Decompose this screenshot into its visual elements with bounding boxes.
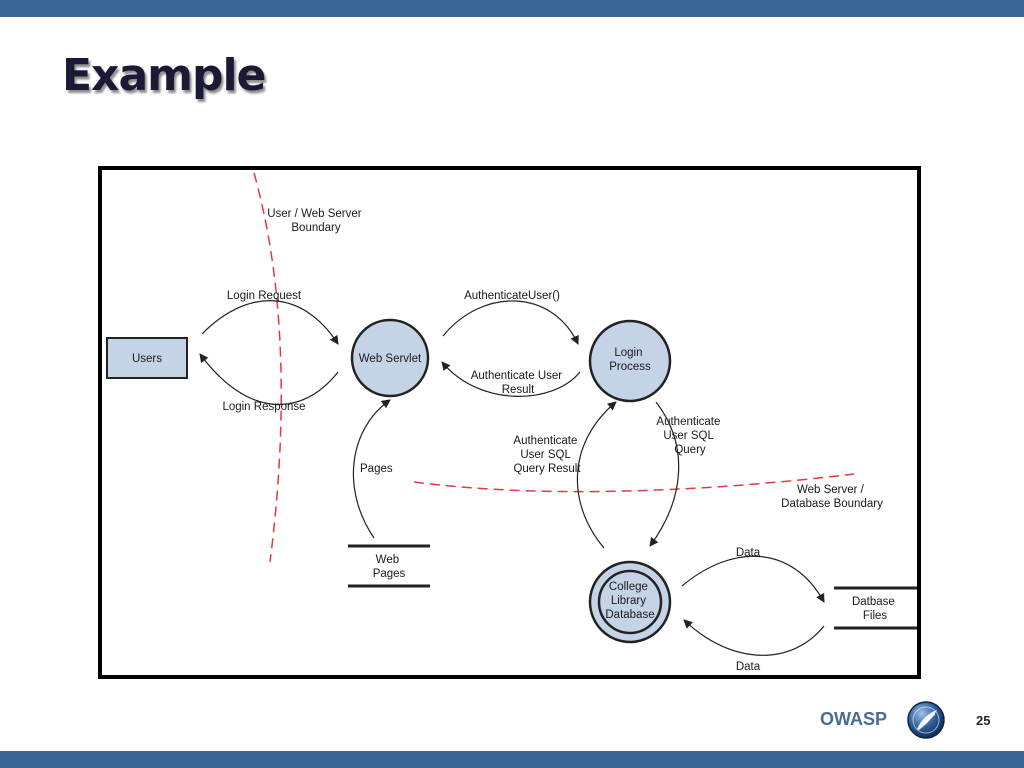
web-pages-label: Web Pages	[373, 554, 406, 580]
database-line-2: Library	[611, 595, 646, 607]
database-files-line-1: Datbase	[852, 596, 895, 608]
flow-label-sql-query-line-3: Query	[674, 444, 706, 456]
flow-arrow-authenticate-user	[442, 300, 579, 345]
flow-label-sql-query-line-1: Authenticate	[656, 416, 720, 428]
flow-label-pages: Pages	[360, 463, 393, 475]
flow-label-authenticate-user: AuthenticateUser()	[464, 290, 560, 302]
flow-arrow-sql-query	[649, 401, 680, 547]
login-process-line-2: Process	[609, 361, 651, 373]
owasp-logo-icon	[907, 701, 945, 739]
login-process-line-1: Login	[614, 347, 642, 359]
flow-label-authenticate-result: Authenticate User Result	[471, 370, 566, 396]
flow-label-sql-query-line-2: User SQL	[663, 430, 714, 442]
database-line-1: College	[609, 581, 648, 593]
database-files-label: Datbase Files	[852, 596, 898, 622]
flow-label-sql-query-result-line-3: Query Result	[513, 463, 581, 475]
flow-arrow-data-to-files	[681, 555, 825, 603]
boundary-label-web-db-line-1: Web Server /	[797, 484, 865, 496]
data-flow-diagram: Users Web Servlet Login Process College …	[106, 172, 917, 673]
flow-label-authenticate-result-line-2: Result	[502, 384, 535, 396]
flow-label-sql-query-result-line-2: User SQL	[520, 449, 571, 461]
page-number: 25	[976, 713, 991, 728]
database-line-3: Database	[605, 609, 654, 621]
user-web-boundary-line	[253, 172, 282, 563]
flow-label-authenticate-result-line-1: Authenticate User	[471, 370, 563, 382]
users-entity	[106, 337, 188, 379]
flow-arrow-login-response	[199, 353, 339, 405]
web-servlet-process	[350, 318, 430, 398]
flow-label-login-request: Login Request	[227, 290, 302, 302]
boundary-label-user-web-line-1: User / Web Server	[267, 208, 362, 220]
boundary-label-user-web: User / Web Server Boundary	[267, 208, 365, 234]
flow-label-login-response: Login Response	[222, 401, 305, 413]
web-pages-line-2: Pages	[373, 568, 406, 580]
database-process-inner	[597, 569, 663, 635]
users-label: Users	[132, 353, 162, 365]
flow-arrow-pages	[352, 399, 391, 539]
flow-label-sql-query-result-line-1: Authenticate	[513, 435, 577, 447]
boundary-label-web-db: Web Server / Database Boundary	[781, 484, 883, 510]
bottom-bar	[0, 751, 1024, 768]
web-pages-line-1: Web	[376, 554, 399, 566]
diagram-frame: Users Web Servlet Login Process College …	[98, 166, 921, 679]
top-bar	[0, 0, 1024, 17]
flow-arrow-login-request	[201, 300, 339, 345]
web-servlet-label: Web Servlet	[359, 353, 422, 365]
boundary-label-user-web-line-2: Boundary	[291, 222, 340, 234]
database-files-line-2: Files	[863, 610, 888, 622]
database-process-outer	[588, 560, 672, 644]
login-process	[588, 319, 672, 403]
web-db-boundary-line	[413, 473, 855, 493]
flow-arrow-sql-query-result	[576, 401, 617, 549]
flow-arrow-data-from-files	[683, 619, 825, 656]
flow-label-data-from-files: Data	[736, 661, 761, 673]
flow-arrow-authenticate-result	[441, 361, 581, 397]
owasp-logo-text: OWASP	[820, 709, 888, 729]
database-label: College Library Database	[605, 581, 654, 621]
login-process-label: Login Process	[609, 347, 651, 373]
boundary-label-web-db-line-2: Database Boundary	[781, 498, 883, 510]
flow-label-data-to-files: Data	[736, 547, 761, 559]
flow-label-sql-query-result: Authenticate User SQL Query Result	[513, 435, 581, 475]
flow-label-sql-query: Authenticate User SQL Query	[656, 416, 723, 456]
slide-title: Example	[62, 50, 266, 101]
